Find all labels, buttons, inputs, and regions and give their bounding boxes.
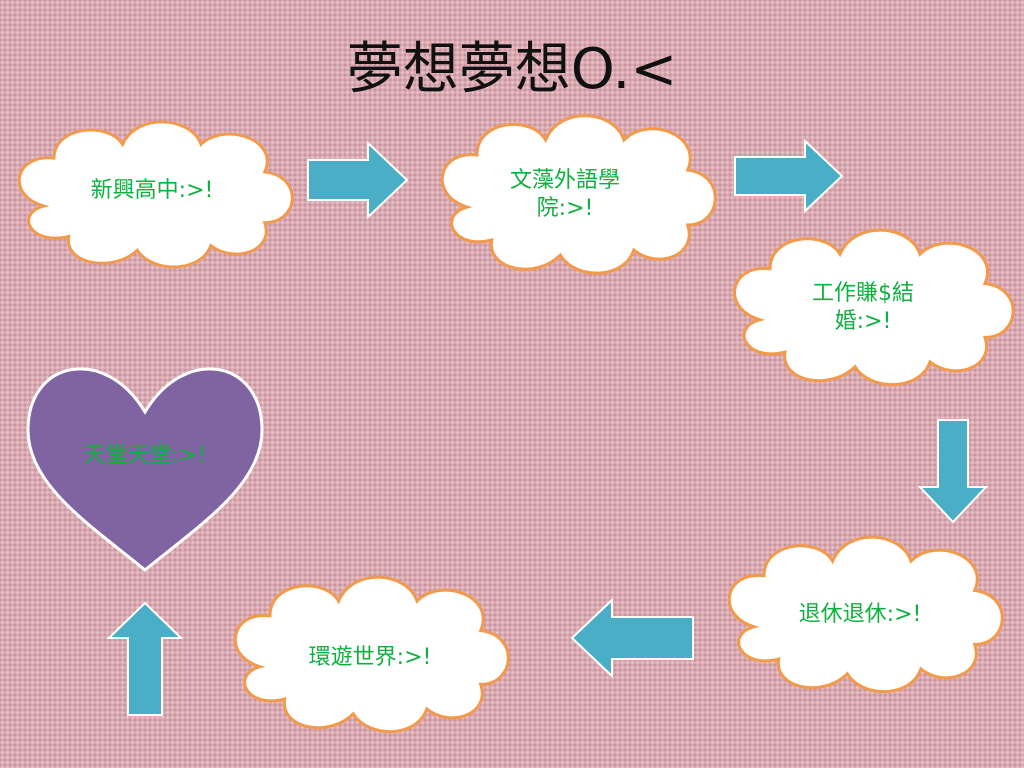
node-label-heaven: 天堂天堂:>!: [83, 443, 207, 468]
right-arrow-icon: [734, 138, 844, 214]
down-arrow-icon: [917, 419, 989, 524]
page-title: 夢想夢想O.<: [346, 37, 678, 102]
up-arrow-icon: [106, 601, 184, 716]
node-label-retire: 退休退休:>!: [798, 602, 922, 627]
node-label-school: 新興高中:>!: [90, 178, 214, 203]
node-label-college: 文藻外語學院:>!: [509, 168, 620, 221]
node-label-work: 工作賺$結婚:>!: [812, 281, 914, 334]
heart-shape: [26, 367, 264, 572]
right-arrow-icon: [307, 140, 409, 220]
left-arrow-icon: [570, 597, 694, 679]
node-label-travel: 環遊世界:>!: [308, 645, 432, 670]
